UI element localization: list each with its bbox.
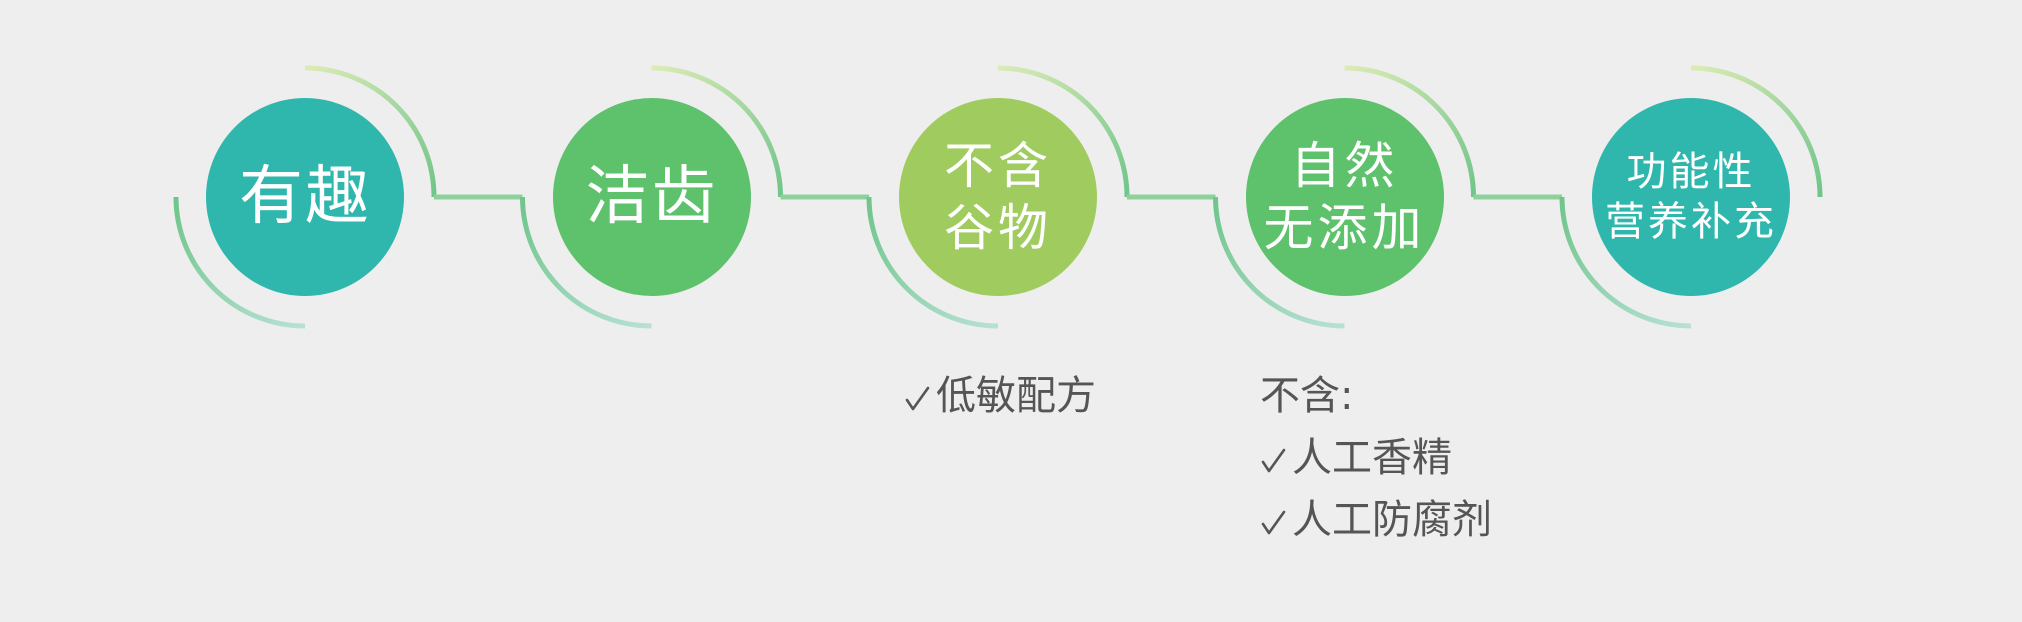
step-circle-1: 有趣	[206, 98, 404, 296]
connector-arc-bottom	[866, 196, 999, 329]
step-label-line: 不含	[944, 137, 1052, 195]
step-circle-3: 不含谷物	[899, 98, 1097, 296]
step-label-line: 有趣	[239, 160, 371, 234]
check-mark-icon	[1260, 438, 1290, 478]
step-label-line: 无添加	[1263, 199, 1426, 257]
step-label-line: 谷物	[944, 199, 1052, 257]
note-item: 人工香精	[1260, 427, 1492, 489]
connector-arc-bottom	[520, 196, 652, 329]
step-circle-2: 洁齿	[552, 98, 751, 296]
connector-arc-top	[651, 65, 783, 198]
connector-arc-top	[304, 65, 437, 198]
note-item-text: 人工防腐剂	[1292, 497, 1492, 543]
check-mark-icon	[904, 376, 934, 416]
note-heading: 不含:	[1260, 373, 1354, 419]
check-mark-icon	[1260, 500, 1290, 540]
connector-arc-top	[997, 65, 1130, 198]
note-item-text: 低敏配方	[936, 373, 1096, 419]
step-label-line: 营养补充	[1605, 199, 1777, 245]
note-item-text: 人工香精	[1292, 435, 1452, 481]
step-circle-5: 功能性营养补充	[1592, 98, 1790, 296]
connector-arc-bottom	[1213, 196, 1345, 329]
note-block-1: 低敏配方	[904, 365, 1096, 427]
connector-arc-bottom	[173, 196, 306, 329]
note-item: 低敏配方	[904, 365, 1096, 427]
step-label-line: 功能性	[1626, 149, 1756, 195]
note-block-2: 不含: 人工香精人工防腐剂	[1260, 365, 1492, 551]
connector-arc-bottom	[1559, 196, 1692, 329]
connector-arc-top	[1690, 65, 1823, 198]
step-circle-4: 自然无添加	[1245, 98, 1444, 296]
connector-arc-top	[1344, 65, 1476, 198]
step-label-line: 自然	[1290, 137, 1399, 195]
note-item: 人工防腐剂	[1260, 489, 1492, 551]
step-label-line: 洁齿	[585, 160, 718, 234]
